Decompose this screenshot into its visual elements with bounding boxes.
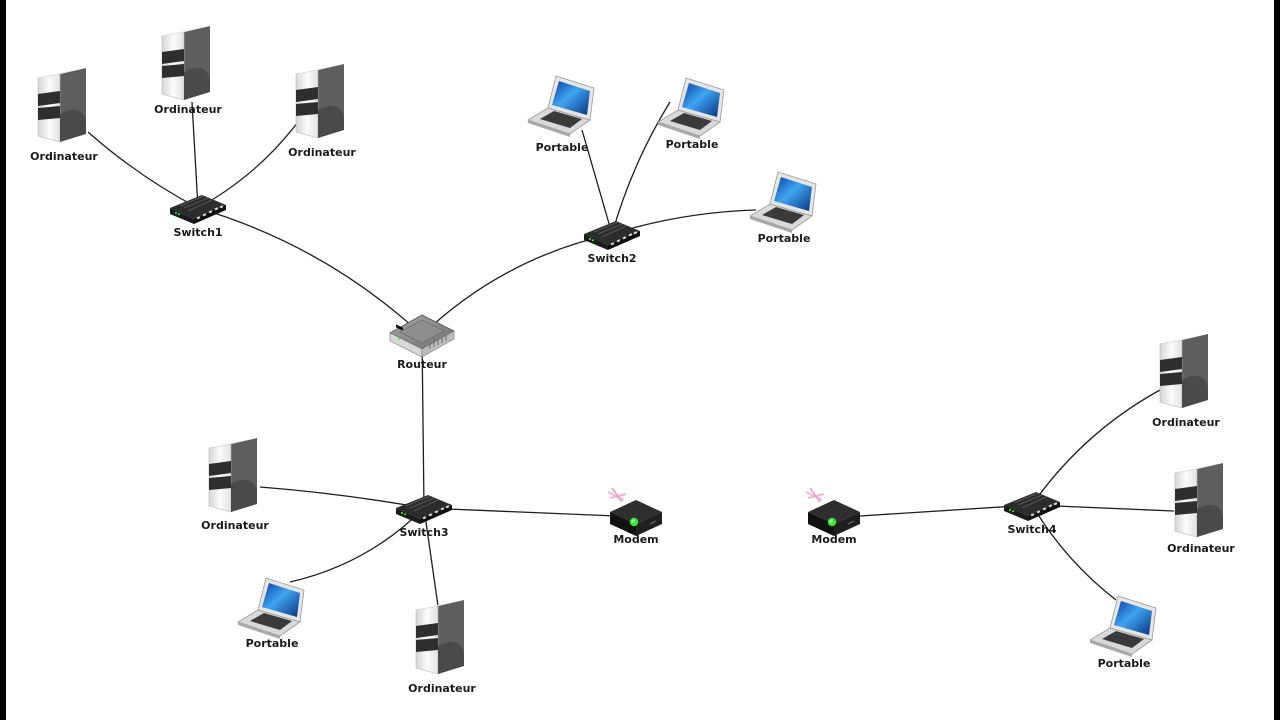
- node-laptop-lt3[interactable]: Portable: [749, 171, 817, 245]
- computer-icon: [37, 67, 87, 143]
- link-pc2-sw1: [191, 101, 199, 209]
- node-laptop-lt4[interactable]: Portable: [237, 577, 305, 650]
- computer-label: Ordinateur: [1167, 542, 1235, 555]
- node-modem-md2[interactable]: Modem: [805, 487, 861, 546]
- node-computer-pc4[interactable]: Ordinateur: [201, 437, 269, 532]
- computer-icon: [208, 437, 258, 513]
- computer-icon: [1159, 333, 1209, 409]
- laptop-icon: [749, 171, 817, 234]
- switch-label: Switch4: [1007, 523, 1056, 536]
- switch-label: Switch1: [173, 226, 222, 239]
- node-computer-pc5[interactable]: Ordinateur: [408, 599, 476, 695]
- node-computer-pc3[interactable]: Ordinateur: [288, 63, 356, 159]
- link-lt1-sw2: [581, 129, 613, 235]
- computer-icon: [161, 25, 211, 101]
- computer-label: Ordinateur: [408, 682, 476, 695]
- switch-icon: [395, 494, 453, 525]
- laptop-icon: [657, 77, 725, 140]
- node-switch-sw1[interactable]: Switch1: [169, 194, 227, 239]
- node-laptop-lt1[interactable]: Portable: [527, 75, 595, 154]
- node-switch-sw2[interactable]: Switch2: [583, 220, 641, 265]
- laptop-icon: [237, 577, 305, 640]
- node-switch-sw3[interactable]: Switch3: [395, 494, 453, 539]
- router-icon: [389, 314, 455, 358]
- switch-icon: [583, 220, 641, 251]
- computer-label: Ordinateur: [30, 150, 98, 163]
- laptop-label: Portable: [666, 138, 719, 151]
- link-pc5-sw3: [423, 507, 439, 607]
- node-computer-pc1[interactable]: Ordinateur: [30, 67, 98, 163]
- laptop-label: Portable: [536, 141, 589, 154]
- computer-icon: [415, 599, 465, 675]
- link-sw1-rt: [197, 207, 423, 336]
- laptop-label: Portable: [246, 637, 299, 650]
- link-pc6-sw4: [1031, 389, 1161, 506]
- node-computer-pc6[interactable]: Ordinateur: [1152, 333, 1220, 429]
- node-computer-pc7[interactable]: Ordinateur: [1167, 462, 1235, 555]
- computer-icon: [295, 63, 345, 139]
- modem-label: Modem: [613, 533, 658, 546]
- laptop-label: Portable: [758, 232, 811, 245]
- node-laptop-lt5[interactable]: Portable: [1089, 595, 1157, 670]
- laptop-label: Portable: [1098, 657, 1151, 670]
- link-pc1-sw1: [87, 131, 199, 209]
- modem-icon: [607, 487, 663, 537]
- node-router-rt[interactable]: Routeur: [389, 314, 455, 371]
- modem-label: Modem: [811, 533, 856, 546]
- link-lt5-sw4: [1031, 504, 1117, 601]
- node-computer-pc2[interactable]: Ordinateur: [154, 25, 222, 116]
- computer-label: Ordinateur: [1152, 416, 1220, 429]
- link-sw3-md1: [423, 507, 617, 517]
- switch-label: Switch3: [399, 526, 448, 539]
- modem-icon: [805, 487, 861, 537]
- link-pc4-sw3: [259, 486, 425, 509]
- computer-icon: [1174, 462, 1224, 538]
- laptop-icon: [1089, 595, 1157, 658]
- laptop-icon: [527, 75, 595, 138]
- node-switch-sw4[interactable]: Switch4: [1003, 491, 1061, 536]
- computer-label: Ordinateur: [288, 146, 356, 159]
- switch-icon: [169, 194, 227, 225]
- link-lt4-sw3: [289, 507, 425, 583]
- computer-label: Ordinateur: [154, 103, 222, 116]
- switch-icon: [1003, 491, 1061, 522]
- switch-label: Switch2: [587, 252, 636, 265]
- link-lt2-sw2: [611, 101, 671, 235]
- link-pc3-sw1: [197, 121, 299, 209]
- node-modem-md1[interactable]: Modem: [607, 487, 663, 546]
- nodes-layer: OrdinateurOrdinateurOrdinateurSwitch1Por…: [30, 25, 1235, 695]
- computer-label: Ordinateur: [201, 519, 269, 532]
- link-sw2-rt: [421, 233, 613, 336]
- network-diagram: OrdinateurOrdinateurOrdinateurSwitch1Por…: [30, 25, 1235, 695]
- router-label: Routeur: [397, 358, 447, 371]
- node-laptop-lt2[interactable]: Portable: [657, 77, 725, 151]
